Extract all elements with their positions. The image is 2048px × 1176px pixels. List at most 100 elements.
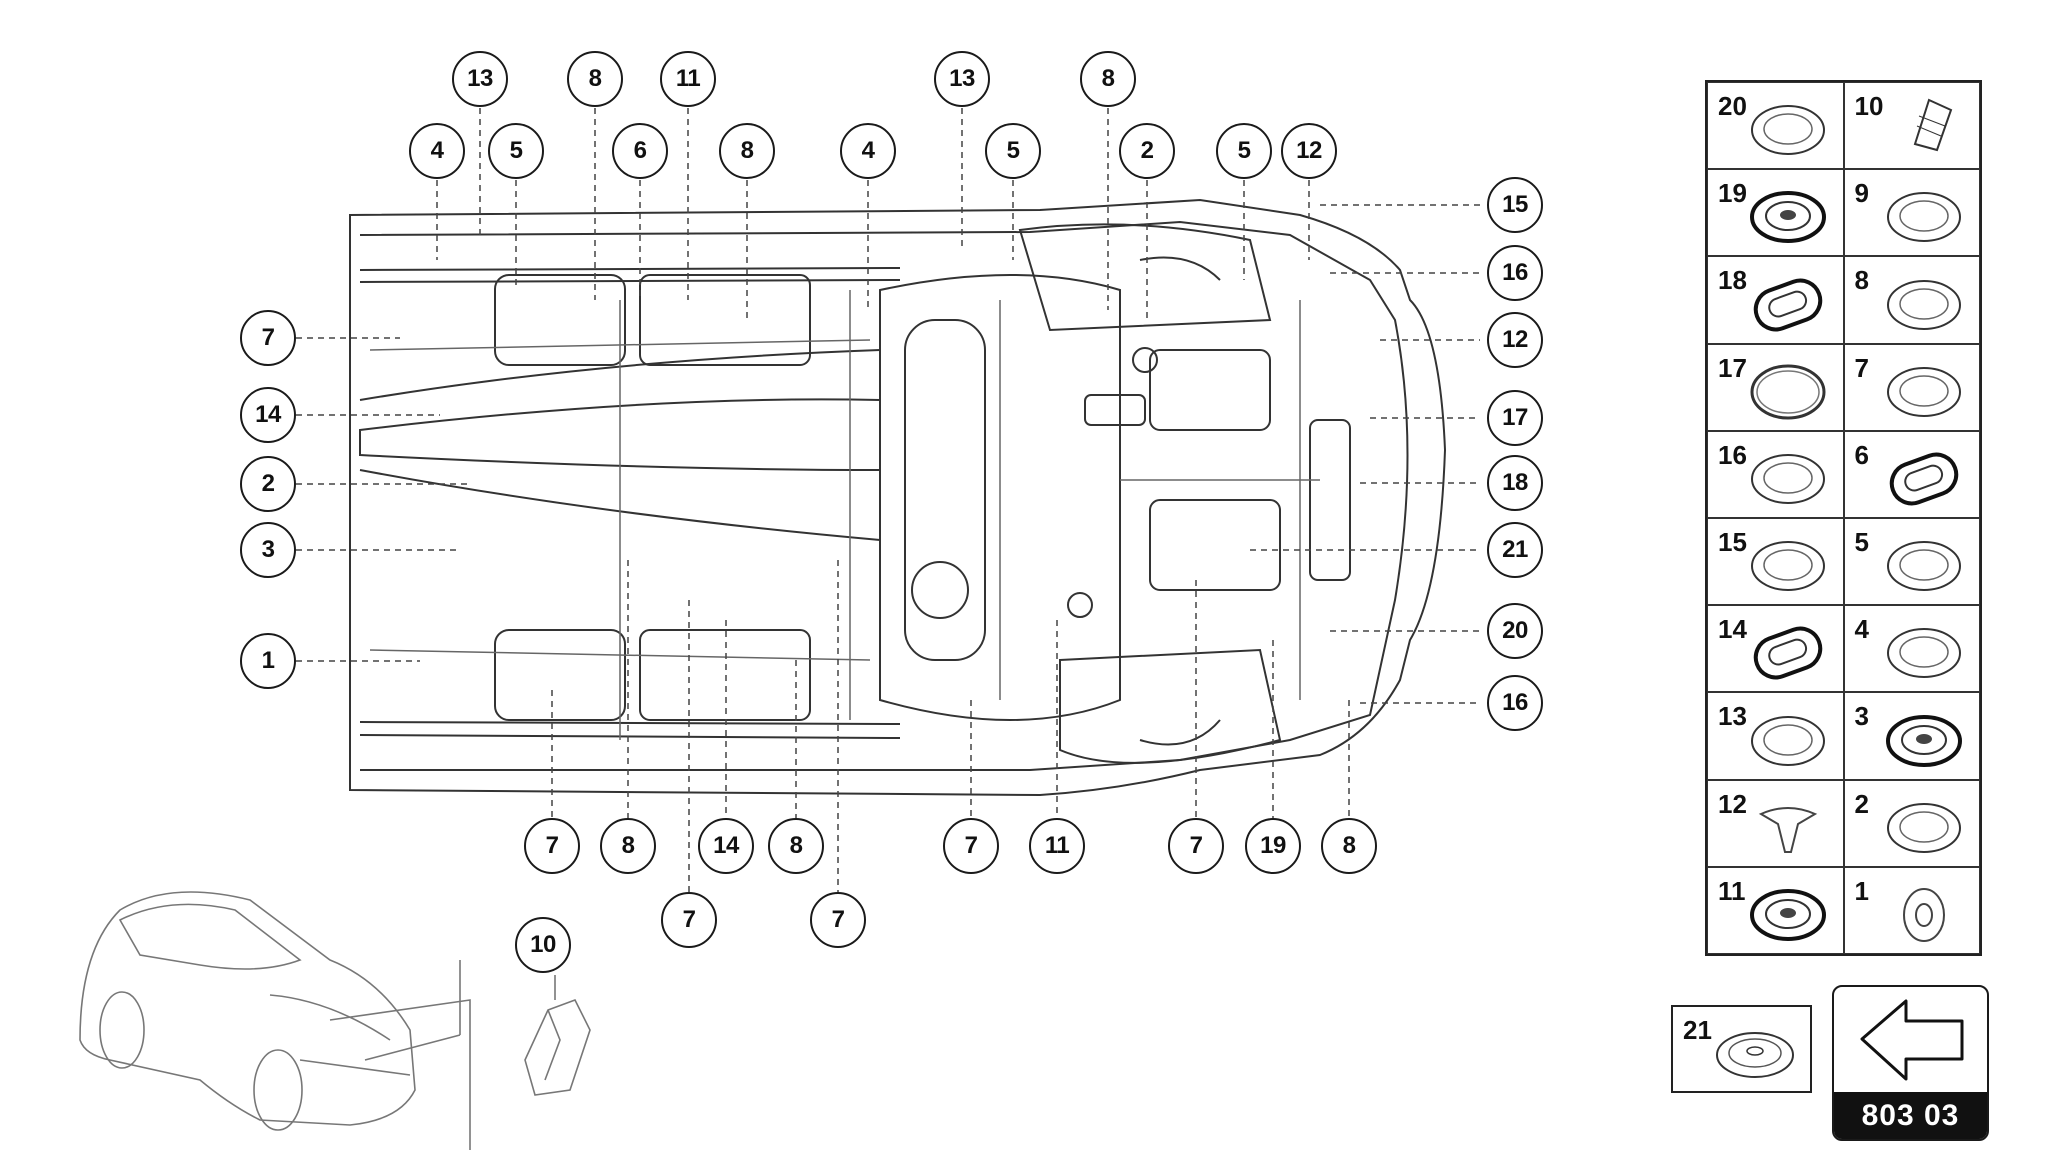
legend-item-19: 19 [1707, 169, 1844, 257]
legend-item-16: 16 [1707, 430, 1844, 518]
legend-number: 11 [1718, 875, 1746, 906]
legend-item-8: 8 [1843, 256, 1980, 344]
legend-item-17: 17 [1707, 343, 1844, 431]
legend-item-20: 20 [1707, 82, 1844, 170]
grommet-flat-icon [1716, 1032, 1794, 1078]
legend-number: 16 [1718, 439, 1747, 470]
legend-item-11: 11 [1707, 866, 1844, 954]
legend-item-10: 10 [1843, 82, 1980, 170]
legend-item-6: 6 [1843, 430, 1980, 518]
legend-number: 5 [1854, 526, 1869, 557]
legend-item-5: 5 [1843, 517, 1980, 606]
callout-8: 8 [768, 818, 824, 874]
oblong-plug-icon [1753, 626, 1822, 680]
oblong-plug-dark-icon [1889, 452, 1959, 506]
callout-12: 12 [1281, 123, 1337, 179]
clip-detail-drawing [524, 975, 591, 1096]
legend-item-13: 13 [1707, 692, 1844, 780]
callout-17: 17 [1487, 390, 1543, 446]
oval-plug-icon [1753, 278, 1822, 332]
legend-number: 7 [1854, 352, 1869, 383]
callout-13: 13 [452, 51, 508, 107]
callout-7: 7 [943, 818, 999, 874]
callout-7: 7 [524, 818, 580, 874]
callout-20: 20 [1487, 603, 1543, 659]
legend-item-12: 12 [1707, 779, 1844, 867]
push-clip-icon [1913, 98, 1953, 152]
legend-number: 19 [1718, 178, 1747, 209]
callout-10: 10 [515, 917, 571, 973]
legend-item-14: 14 [1707, 605, 1844, 693]
callout-16: 16 [1487, 675, 1543, 731]
callout-16: 16 [1487, 245, 1543, 301]
callout-7: 7 [661, 892, 717, 948]
grommet-double-ring-icon [1750, 453, 1825, 504]
legend-number: 1 [1854, 875, 1869, 906]
callout-7: 7 [1168, 818, 1224, 874]
callout-21: 21 [1487, 522, 1543, 578]
grommet-oval-icon [1887, 541, 1961, 592]
grommet-center-hole-icon [1887, 802, 1961, 853]
legend-number: 3 [1854, 701, 1869, 732]
callout-2: 2 [240, 456, 296, 512]
callout-15: 15 [1487, 177, 1543, 233]
legend-item-15: 15 [1707, 517, 1844, 606]
back-navigation-button[interactable]: 803 03 [1832, 985, 1989, 1141]
callout-8: 8 [1080, 51, 1136, 107]
grommet-dark-icon [1886, 714, 1962, 767]
legend-item-1: 1 [1843, 866, 1980, 954]
grommet-stepped-icon [1887, 628, 1961, 679]
legend-number: 15 [1718, 526, 1747, 557]
callout-13: 13 [934, 51, 990, 107]
callout-5: 5 [985, 123, 1041, 179]
legend-number: 14 [1718, 614, 1747, 645]
callout-14: 14 [698, 818, 754, 874]
callout-5: 5 [488, 123, 544, 179]
callout-5: 5 [1216, 123, 1272, 179]
callout-7: 7 [240, 310, 296, 366]
callout-14: 14 [240, 387, 296, 443]
arrow-left-icon [1860, 999, 1964, 1081]
legend-item-2: 2 [1843, 779, 1980, 867]
callout-8: 8 [567, 51, 623, 107]
legend-number: 17 [1718, 352, 1747, 383]
legend-number: 9 [1854, 178, 1869, 209]
callout-1: 1 [240, 633, 296, 689]
callout-18: 18 [1487, 455, 1543, 511]
callout-2: 2 [1119, 123, 1175, 179]
legend-item-7: 7 [1843, 343, 1980, 431]
callout-3: 3 [240, 522, 296, 578]
callout-6: 6 [612, 123, 668, 179]
grommet-flat-ring-icon [1750, 105, 1825, 156]
grommet-cap-icon [1887, 366, 1961, 417]
car-thumbnail [79, 891, 471, 1150]
grommet-vented-icon [1750, 715, 1825, 766]
legend-number: 4 [1854, 614, 1869, 645]
legend-number: 6 [1854, 439, 1869, 470]
callout-4: 4 [409, 123, 465, 179]
grommet-domed-icon [1887, 192, 1961, 243]
legend-number: 8 [1854, 265, 1869, 296]
legend-item-18: 18 [1707, 256, 1844, 344]
grommet-thin-icon [1750, 541, 1825, 592]
callout-8: 8 [719, 123, 775, 179]
washer-icon [1903, 887, 1945, 942]
callout-4: 4 [840, 123, 896, 179]
callout-12: 12 [1487, 312, 1543, 368]
legend-item-21: 21 [1671, 1005, 1812, 1093]
callout-11: 11 [1029, 818, 1085, 874]
grommet-slotted-icon [1749, 191, 1826, 244]
o-ring-icon [1750, 364, 1825, 420]
legend-number: 2 [1854, 788, 1869, 819]
page-code: 803 03 [1834, 1092, 1987, 1139]
callout-11: 11 [660, 51, 716, 107]
legend-number: 13 [1718, 701, 1747, 732]
legend-number: 10 [1854, 91, 1884, 121]
grommet-oval-dome-icon [1887, 279, 1961, 330]
legend-number: 18 [1718, 265, 1747, 296]
callout-8: 8 [600, 818, 656, 874]
legend-number: 12 [1718, 788, 1747, 819]
